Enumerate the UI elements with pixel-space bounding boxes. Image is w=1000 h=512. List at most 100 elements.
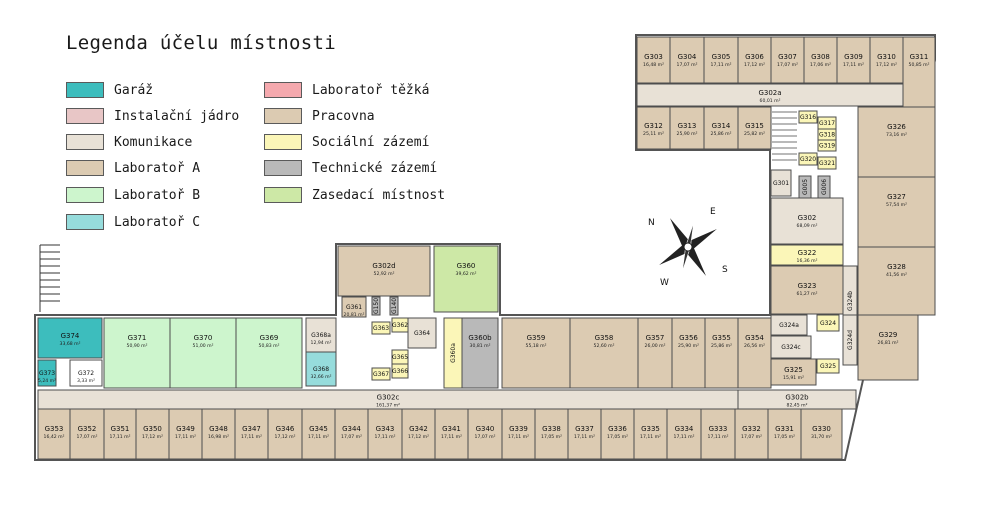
room-fill [367,408,403,460]
room-fill [461,317,499,389]
room-number: G332 [742,425,761,433]
room-area: 17,12 m² [744,62,765,68]
room-number: G323 [798,282,817,290]
room-number: G366 [392,368,408,375]
room-fill [902,36,936,108]
room-number: G302c [377,394,400,402]
legend-item-laborator-b: Laboratoř B [66,186,200,204]
room-number: G326 [887,123,906,131]
room-number: G301 [773,180,789,187]
room-fill [669,36,705,84]
room-g316: G316 [798,110,818,124]
legend-swatch [264,187,302,203]
legend-label: Laboratoř C [114,214,201,230]
room-number: G350 [143,425,162,433]
legend-swatch [264,108,302,124]
room-area: 15,91 m² [783,375,804,381]
legend-item-laborator-tezka: Laboratoř těžká [264,81,429,99]
room-area: 17,11 m² [640,434,661,440]
room-g365: G365 [391,349,409,365]
room-number: G360 [457,262,476,270]
room-number: G359 [527,334,546,342]
legend-swatch [264,82,302,98]
room-number: G346 [276,425,295,433]
room-area: 57,54 m² [886,202,907,208]
legend-swatch [264,134,302,150]
room-number: G343 [376,425,395,433]
room-area: 61,27 m² [797,291,818,297]
room-area: 17,11 m² [241,434,262,440]
room-area: 25,90 m² [677,131,698,137]
room-fill [534,408,569,460]
room-number: G339 [509,425,528,433]
room-fill [37,359,57,387]
room-fill [600,408,635,460]
room-area: 17,07 m² [475,434,496,440]
room-g324: G324 [816,314,840,332]
room-g317: G317 [817,116,837,130]
room-number: G324b [847,291,854,311]
legend-swatch [66,160,104,176]
room-number: G324c [781,344,800,351]
room-number: G333 [709,425,728,433]
room-area: 161,37 m² [376,403,400,409]
compass-n: N [648,218,655,228]
room-number: G006 [821,179,828,195]
room-area: 17,05 m² [774,434,795,440]
room-g367: G367 [371,367,391,381]
room-number: G331 [775,425,794,433]
legend-item-pracovna: Pracovna [264,107,375,125]
legend-label: Sociální zázemí [312,134,430,150]
room-area: 16,36 m² [797,258,818,264]
room-number: G368 [313,366,329,373]
room-fill [567,408,602,460]
room-number: G318 [819,132,835,139]
legend-label: Laboratoř těžká [312,82,430,98]
room-g318: G318 [817,128,837,141]
legend-label: Komunikace [114,134,193,150]
room-number: G347 [242,425,261,433]
room-g319: G319 [817,139,837,152]
room-area: 17,12 m² [408,434,429,440]
room-fill [798,110,818,124]
room-area: 52,92 m² [374,271,395,277]
room-g006: G006 [817,175,831,199]
room-fill [341,296,367,318]
room-area: 31,70 m² [811,434,832,440]
room-number: G310 [877,53,896,61]
room-fill [301,408,336,460]
room-area: 17,11 m² [674,434,695,440]
room-area: 20,81 m² [344,312,365,318]
room-number: G336 [608,425,627,433]
room-number: G341 [442,425,461,433]
room-number: G351 [111,425,130,433]
room-fill [816,358,840,374]
room-fill [135,408,170,460]
room-fill [371,296,381,316]
legend-swatch [66,214,104,230]
room-area: 30,81 m² [470,343,491,349]
room-g364: G364 [407,317,437,349]
room-area: 17,06 m² [810,62,831,68]
